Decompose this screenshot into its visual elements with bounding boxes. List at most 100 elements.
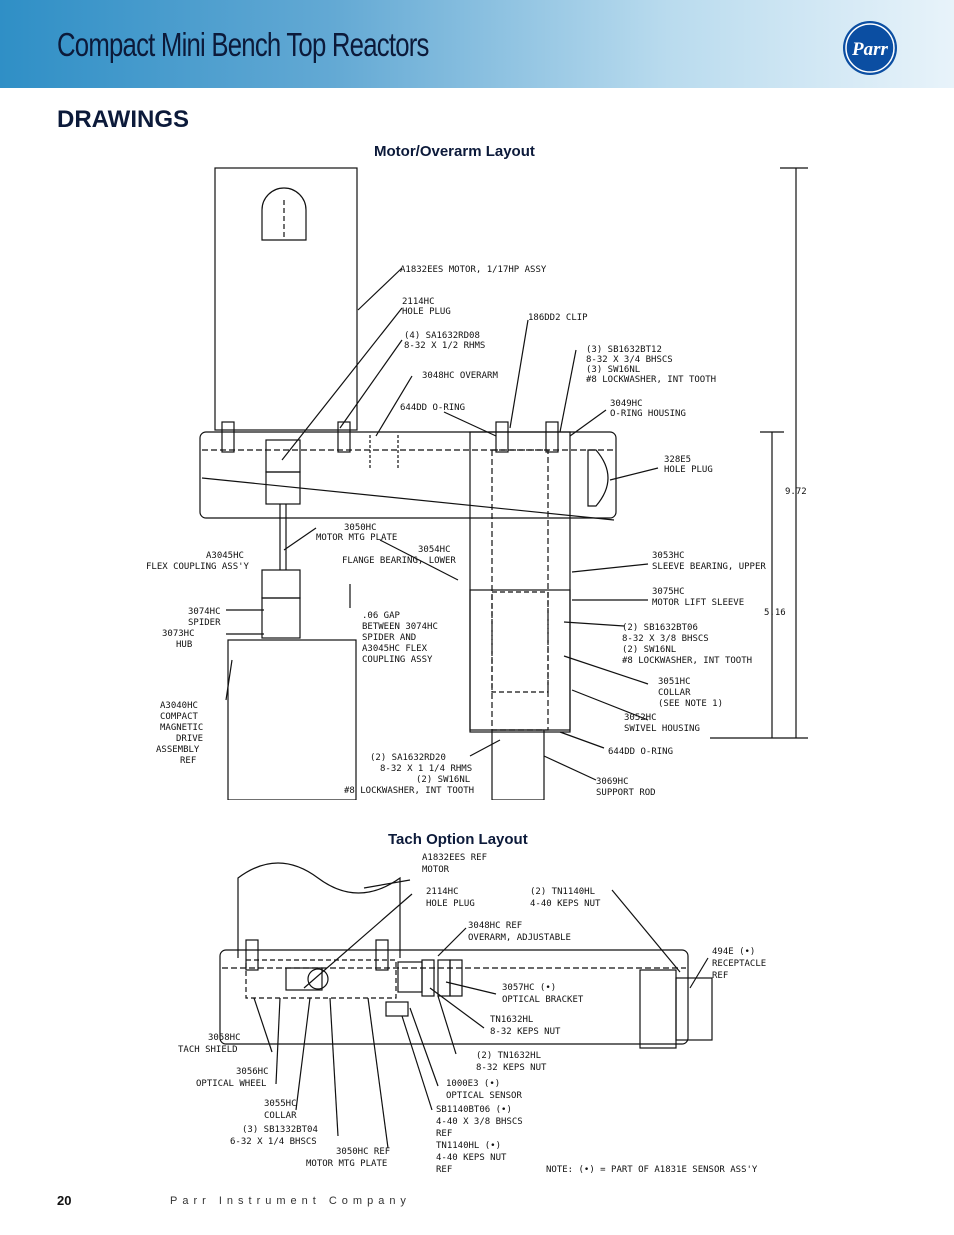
dim-lower: 5.16	[764, 608, 786, 618]
label-gap-3: SPIDER AND	[362, 633, 416, 643]
t-sensor-2: OPTICAL SENSOR	[446, 1091, 522, 1101]
t-recept-3: REF	[712, 971, 728, 981]
t-wheel-1: 3056HC	[236, 1067, 269, 1077]
t-bracket-1: 3057HC (•)	[502, 983, 556, 993]
label-bt06-1: (2) SB1632BT06	[622, 623, 698, 633]
label-mtg-1: 3050HC	[344, 523, 377, 533]
label-spider-1: 3074HC	[188, 607, 221, 617]
label-gap-4: A3045HC FLEX	[362, 644, 428, 654]
label-drive-6: REF	[180, 756, 196, 766]
label-plug-2: HOLE PLUG	[402, 307, 451, 317]
label-drive-4: DRIVE	[176, 734, 203, 744]
page-number: 20	[57, 1193, 72, 1208]
section-heading: DRAWINGS	[57, 106, 189, 133]
label-oh-2: O-RING HOUSING	[610, 409, 686, 419]
motor-overarm-title: Motor/Overarm Layout	[374, 143, 535, 160]
label-oring-bottom: 644DD O-RING	[608, 747, 673, 757]
label-gap-5: COUPLING ASSY	[362, 655, 433, 665]
t-sb1140-5: 4-40 KEPS NUT	[436, 1153, 507, 1163]
t-shield-1: 3058HC	[208, 1033, 241, 1043]
t-tn2-1: (2) TN1632HL	[476, 1051, 541, 1061]
label-rd20-4: #8 LOCKWASHER, INT TOOTH	[344, 786, 474, 796]
t-recept-1: 494E (•)	[712, 947, 755, 957]
t-collar-1: 3055HC	[264, 1099, 297, 1109]
t-tn2-2: 8-32 KEPS NUT	[476, 1063, 547, 1073]
t-sensor-1: 1000E3 (•)	[446, 1079, 500, 1089]
label-oh-1: 3049HC	[610, 399, 643, 409]
t-sb1140-1: SB1140BT06 (•)	[436, 1105, 512, 1115]
label-drive-2: COMPACT	[160, 712, 199, 722]
label-drive-3: MAGNETIC	[160, 723, 203, 733]
label-oring-top: 644DD O-RING	[400, 403, 465, 413]
footer-company: Parr Instrument Company	[170, 1195, 411, 1207]
label-motor: A1832EES MOTOR, 1/17HP ASSY	[400, 265, 547, 275]
t-wheel-2: OPTICAL WHEEL	[196, 1079, 266, 1089]
t-tn1632-1: TN1632HL	[490, 1015, 533, 1025]
label-flange-1: 3054HC	[418, 545, 451, 555]
motor-overarm-drawing: 9.72 5.16 A1832EES MOTOR, 1/17HP ASSY 21…	[146, 167, 808, 800]
label-collar-2: COLLAR	[658, 688, 691, 698]
tach-option-drawing: A1832EES REF MOTOR 2114HC HOLE PLUG (2) …	[178, 853, 766, 1175]
t-plug-1: 2114HC	[426, 887, 459, 897]
t-tn1632-2: 8-32 KEPS NUT	[490, 1027, 561, 1037]
label-rd20-3: (2) SW16NL	[416, 775, 470, 785]
t-plate-2: MOTOR MTG PLATE	[306, 1159, 387, 1169]
label-bt12-2: 8-32 X 3/4 BHSCS	[586, 355, 673, 365]
t-nut-1: (2) TN1140HL	[530, 887, 595, 897]
label-flange-2: FLANGE BEARING, LOWER	[342, 556, 456, 566]
t-overarm-1: 3048HC REF	[468, 921, 522, 931]
label-bt12-4: #8 LOCKWASHER, INT TOOTH	[586, 375, 716, 385]
t-bracket-2: OPTICAL BRACKET	[502, 995, 584, 1005]
label-bt06-3: (2) SW16NL	[622, 645, 676, 655]
t-sb1332-1: (3) SB1332BT04	[242, 1125, 318, 1135]
label-mtg-2: MOTOR MTG PLATE	[316, 533, 397, 543]
t-shield-2: TACH SHIELD	[178, 1045, 238, 1055]
header-band	[0, 0, 954, 88]
t-sb1332-2: 6-32 X 1/4 BHSCS	[230, 1137, 317, 1147]
parr-logo: Parr	[843, 21, 897, 75]
label-rod-2: SUPPORT ROD	[596, 788, 656, 798]
label-sb-1: 3053HC	[652, 551, 685, 561]
label-rod-1: 3069HC	[596, 777, 629, 787]
label-swivel-1: 3052HC	[624, 713, 657, 723]
label-rd20-2: 8-32 X 1 1/4 RHMS	[380, 764, 472, 774]
t-nut-2: 4-40 KEPS NUT	[530, 899, 601, 909]
t-motor-1: A1832EES REF	[422, 853, 487, 863]
label-rhms-1: (4) SA1632RD08	[404, 331, 480, 341]
label-drive-1: A3040HC	[160, 701, 198, 711]
t-plug-2: HOLE PLUG	[426, 899, 475, 909]
t-sb1140-6: REF	[436, 1165, 452, 1175]
t-motor-2: MOTOR	[422, 865, 450, 875]
label-gap-1: .06 GAP	[362, 611, 401, 621]
t-collar-2: COLLAR	[264, 1111, 297, 1121]
label-flex-1: A3045HC	[206, 551, 244, 561]
page-title: Compact Mini Bench Top Reactors	[57, 26, 429, 63]
label-flex-2: FLEX COUPLING ASS'Y	[146, 562, 250, 572]
label-swivel-2: SWIVEL HOUSING	[624, 724, 700, 734]
label-plug-1: 2114HC	[402, 297, 435, 307]
label-gap-2: BETWEEN 3074HC	[362, 622, 438, 632]
label-lift-1: 3075HC	[652, 587, 685, 597]
logo-text: Parr	[851, 39, 889, 60]
label-bt06-2: 8-32 X 3/8 BHSCS	[622, 634, 709, 644]
label-lift-2: MOTOR LIFT SLEEVE	[652, 598, 744, 608]
label-bt06-4: #8 LOCKWASHER, INT TOOTH	[622, 656, 752, 666]
t-plate-1: 3050HC REF	[336, 1147, 390, 1157]
label-overarm: 3048HC OVERARM	[422, 371, 498, 381]
tach-option-title: Tach Option Layout	[388, 831, 528, 848]
label-hub-2: HUB	[176, 640, 192, 650]
t-sb1140-3: REF	[436, 1129, 452, 1139]
label-collar-3: (SEE NOTE 1)	[658, 699, 723, 709]
label-spider-2: SPIDER	[188, 618, 221, 628]
label-hp2-2: HOLE PLUG	[664, 465, 713, 475]
label-hp2-1: 328E5	[664, 455, 691, 465]
dim-overall: 9.72	[785, 487, 807, 497]
t-recept-2: RECEPTACLE	[712, 959, 766, 969]
label-rhms-2: 8-32 X 1/2 RHMS	[404, 341, 485, 351]
label-sb-2: SLEEVE BEARING, UPPER	[652, 562, 766, 572]
label-bt12-1: (3) SB1632BT12	[586, 345, 662, 355]
label-bt12-3: (3) SW16NL	[586, 365, 640, 375]
t-note: NOTE: (•) = PART OF A1831E SENSOR ASS'Y	[546, 1165, 758, 1175]
label-collar-1: 3051HC	[658, 677, 691, 687]
label-clip: 186DD2 CLIP	[528, 313, 588, 323]
